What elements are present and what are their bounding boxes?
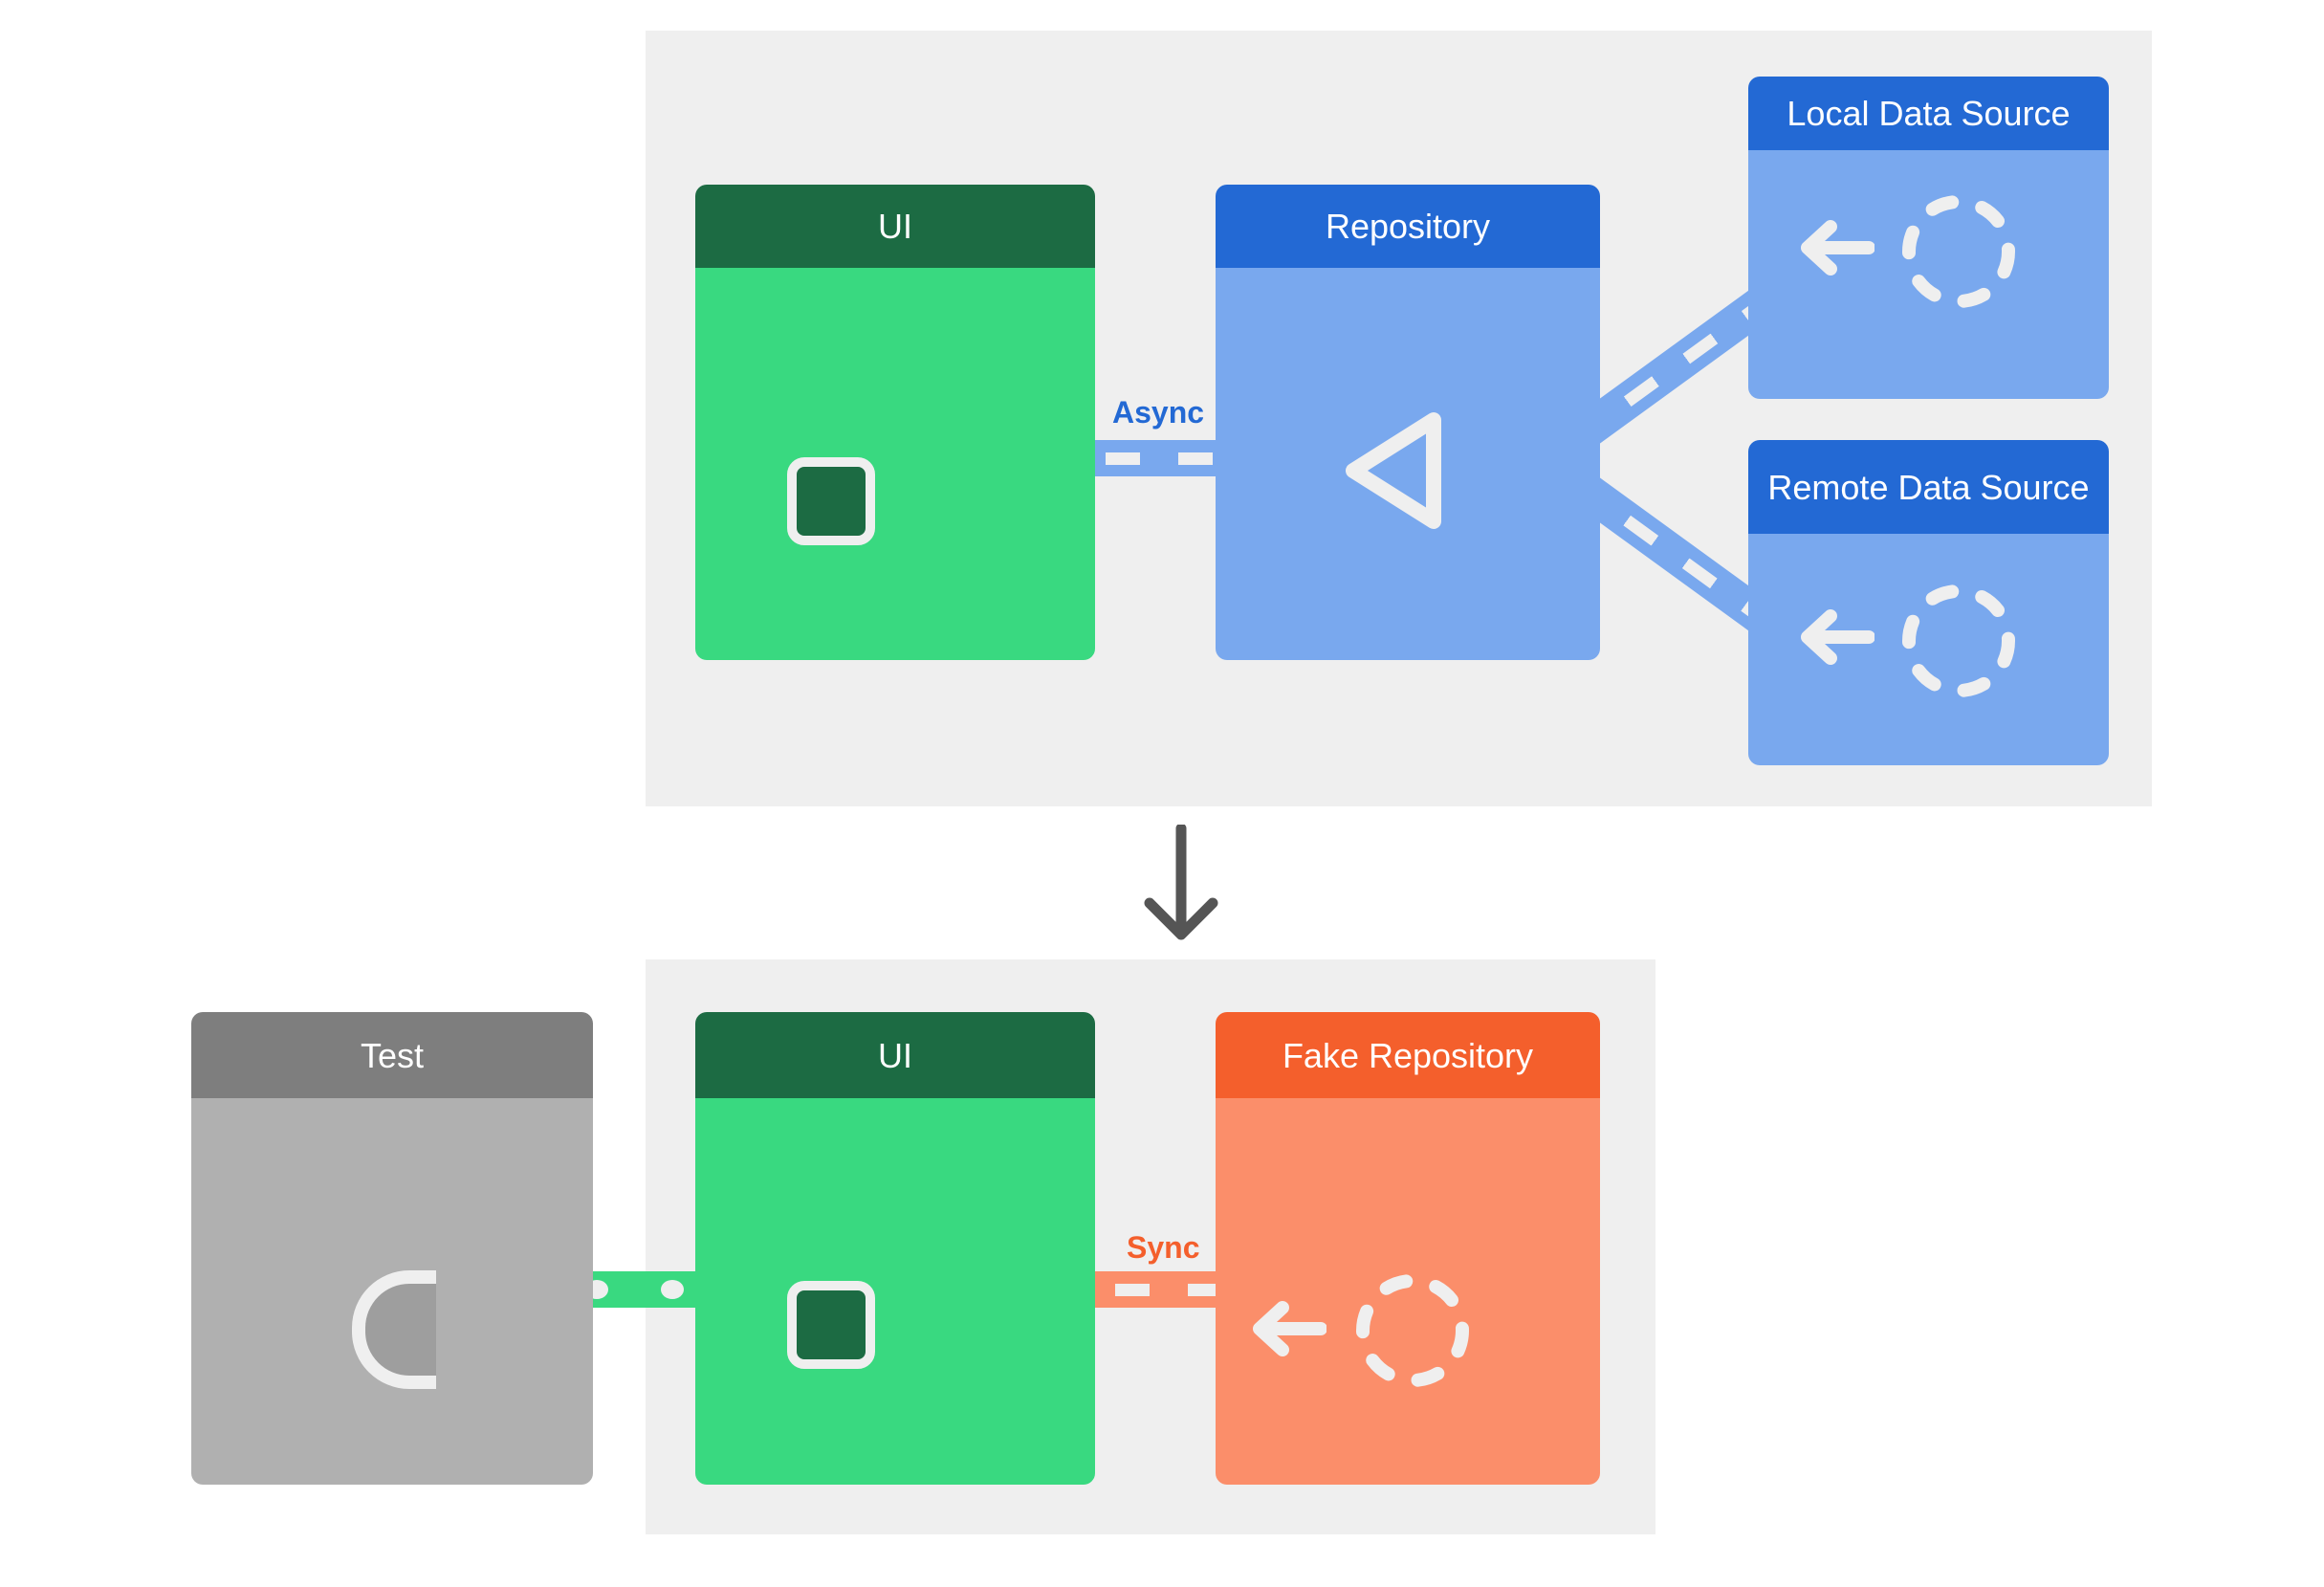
card-repository[interactable]: Repository	[1216, 185, 1600, 660]
arrow-left-icon	[1798, 608, 1875, 666]
socket-d-icon	[352, 1270, 436, 1389]
dashed-circle-icon	[1348, 1266, 1478, 1396]
socket-square-icon	[787, 457, 875, 545]
card-ui-test-title: UI	[695, 1012, 1095, 1098]
card-fake-repository[interactable]: Fake Repository	[1216, 1012, 1600, 1485]
arrow-left-icon	[1250, 1300, 1326, 1357]
card-fake-repository-body	[1216, 1098, 1600, 1485]
card-ui-test-body	[695, 1098, 1095, 1485]
card-ui-production[interactable]: UI	[695, 185, 1095, 660]
socket-square-icon	[787, 1281, 875, 1369]
card-fake-repository-title: Fake Repository	[1216, 1012, 1600, 1098]
dashed-circle-icon	[1894, 576, 2024, 706]
card-test[interactable]: Test	[191, 1012, 593, 1485]
card-test-body	[191, 1098, 593, 1485]
card-remote-data-source-body	[1748, 534, 2109, 765]
card-ui-test[interactable]: UI	[695, 1012, 1095, 1485]
connector-label-sync: Sync	[1127, 1230, 1200, 1265]
connector-label-async: Async	[1112, 395, 1205, 430]
down-arrow-icon	[1138, 823, 1224, 944]
card-repository-body	[1216, 268, 1600, 660]
card-remote-data-source-title: Remote Data Source	[1748, 440, 2109, 534]
card-ui-production-body	[695, 268, 1095, 660]
arrow-left-icon	[1798, 219, 1875, 276]
card-test-title: Test	[191, 1012, 593, 1098]
card-repository-title: Repository	[1216, 185, 1600, 268]
dashed-circle-icon	[1894, 187, 2024, 317]
card-ui-production-title: UI	[695, 185, 1095, 268]
card-local-data-source-body	[1748, 150, 2109, 399]
card-remote-data-source[interactable]: Remote Data Source	[1748, 440, 2109, 765]
card-local-data-source-title: Local Data Source	[1748, 77, 2109, 150]
triangle-left-icon	[1340, 408, 1445, 533]
card-local-data-source[interactable]: Local Data Source	[1748, 77, 2109, 399]
